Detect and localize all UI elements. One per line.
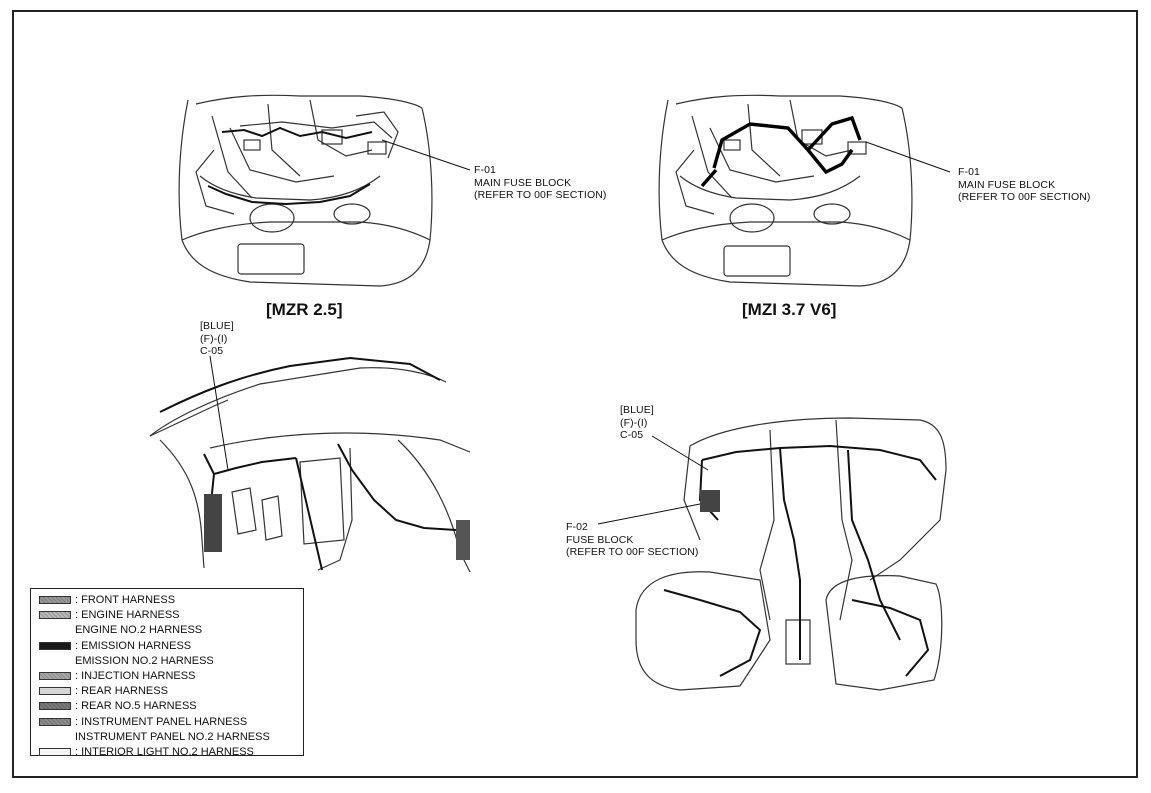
f02-name: FUSE BLOCK: [566, 533, 634, 546]
legend-swatch: [39, 747, 71, 756]
f02-id: F-02: [566, 521, 588, 533]
legend-swatch: [39, 687, 71, 696]
legend-label: : INTERIOR LIGHT NO.2 HARNESS: [75, 745, 254, 758]
left-fuse-block-shape: [204, 494, 222, 552]
legend-swatch: [39, 596, 71, 604]
cabin-harness-routing: [663, 444, 937, 677]
mzi-emission-harness-routing: [700, 115, 862, 188]
cabin-fuse-block-shape: [700, 490, 720, 512]
legend-item: : FRONT HARNESS: [37, 593, 297, 608]
right-c05-id: C-05: [620, 429, 644, 441]
f02-ref: (REFER TO 00F SECTION): [566, 546, 699, 558]
mzr-fuse-callout: F-01 MAIN FUSE BLOCK (REFER TO 00F SECTI…: [474, 164, 607, 202]
legend-label: : REAR HARNESS: [75, 685, 168, 698]
mzr-fuse-ref: (REFER TO 00F SECTION): [474, 189, 607, 201]
mzr-harness-routing: [207, 126, 373, 206]
f02-leader-line: [597, 503, 701, 525]
legend-label: : FRONT HARNESS: [75, 594, 176, 606]
left-c05-code: (F)-(I): [200, 332, 228, 345]
mzi-fuse-ref: (REFER TO 00F SECTION): [958, 191, 1091, 203]
engine-bay-mzr-illustration: [178, 94, 433, 287]
legend-swatch: [39, 717, 71, 726]
left-c05-leader-line: [209, 355, 229, 471]
left-c05-callout: [BLUE] (F)-(I) C-05: [200, 320, 234, 358]
instrument-panel-left-harness-routing: [159, 356, 457, 571]
left-c05-color: [BLUE]: [200, 320, 234, 332]
mzi-title: [MZI 3.7 V6]: [742, 300, 837, 319]
diagram-frame: [12, 10, 1138, 778]
right-c05-code: (F)-(I): [620, 416, 648, 429]
legend-item: : REAR HARNESS: [37, 684, 297, 699]
mzr-title: [MZR 2.5]: [266, 300, 343, 319]
mzr-fuse-id: F-01: [474, 164, 496, 176]
legend-item: : INSTRUMENT PANEL HARNESS: [37, 715, 297, 730]
legend-label: INSTRUMENT PANEL NO.2 HARNESS: [75, 730, 270, 743]
legend-label: : INJECTION HARNESS: [75, 669, 196, 682]
legend-label: ENGINE NO.2 HARNESS: [75, 624, 203, 637]
legend-label: : INSTRUMENT PANEL HARNESS: [75, 715, 248, 728]
mzi-fuse-leader-line: [865, 141, 951, 173]
mzr-fuse-leader-line: [381, 139, 471, 171]
right-c05-color: [BLUE]: [620, 404, 654, 416]
legend-label: : ENGINE HARNESS: [75, 609, 180, 622]
mzr-fuse-name: MAIN FUSE BLOCK: [474, 176, 572, 189]
mzi-fuse-id: F-01: [958, 166, 980, 178]
legend-item: INSTRUMENT PANEL NO.2 HARNESS: [37, 730, 297, 745]
legend-swatch: [39, 702, 71, 711]
engine-bay-mzi-illustration: [658, 94, 913, 287]
mzi-fuse-callout: F-01 MAIN FUSE BLOCK (REFER TO 00F SECTI…: [958, 166, 1091, 204]
legend-item: : REAR NO.5 HARNESS: [37, 699, 297, 714]
legend-item: : INTERIOR LIGHT NO.2 HARNESS: [37, 745, 297, 760]
right-c05-leader-line: [651, 435, 709, 471]
f02-callout: F-02 FUSE BLOCK (REFER TO 00F SECTION): [566, 521, 699, 559]
legend-item: EMISSION NO.2 HARNESS: [37, 654, 297, 669]
left-c05-id: C-05: [200, 345, 224, 357]
legend-label: : EMISSION HARNESS: [75, 639, 192, 652]
legend-swatch: [39, 641, 71, 650]
legend-label: EMISSION NO.2 HARNESS: [75, 654, 214, 667]
legend-item: : ENGINE HARNESS: [37, 608, 297, 623]
instrument-panel-left-illustration: [149, 367, 471, 573]
legend-swatch: [39, 671, 71, 680]
legend-label: : REAR NO.5 HARNESS: [75, 700, 197, 713]
legend-swatch: [39, 611, 71, 620]
harness-legend: : FRONT HARNESS : ENGINE HARNESS ENGINE …: [30, 588, 304, 758]
legend-item: ENGINE NO.2 HARNESS: [37, 623, 297, 638]
left-passenger-connector-shape: [456, 520, 470, 560]
cabin-interior-illustration: [635, 417, 947, 691]
mzi-fuse-name: MAIN FUSE BLOCK: [958, 178, 1056, 191]
right-c05-callout: [BLUE] (F)-(I) C-05: [620, 404, 654, 442]
legend-item: : EMISSION HARNESS: [37, 639, 297, 654]
legend-item: : INJECTION HARNESS: [37, 669, 297, 684]
